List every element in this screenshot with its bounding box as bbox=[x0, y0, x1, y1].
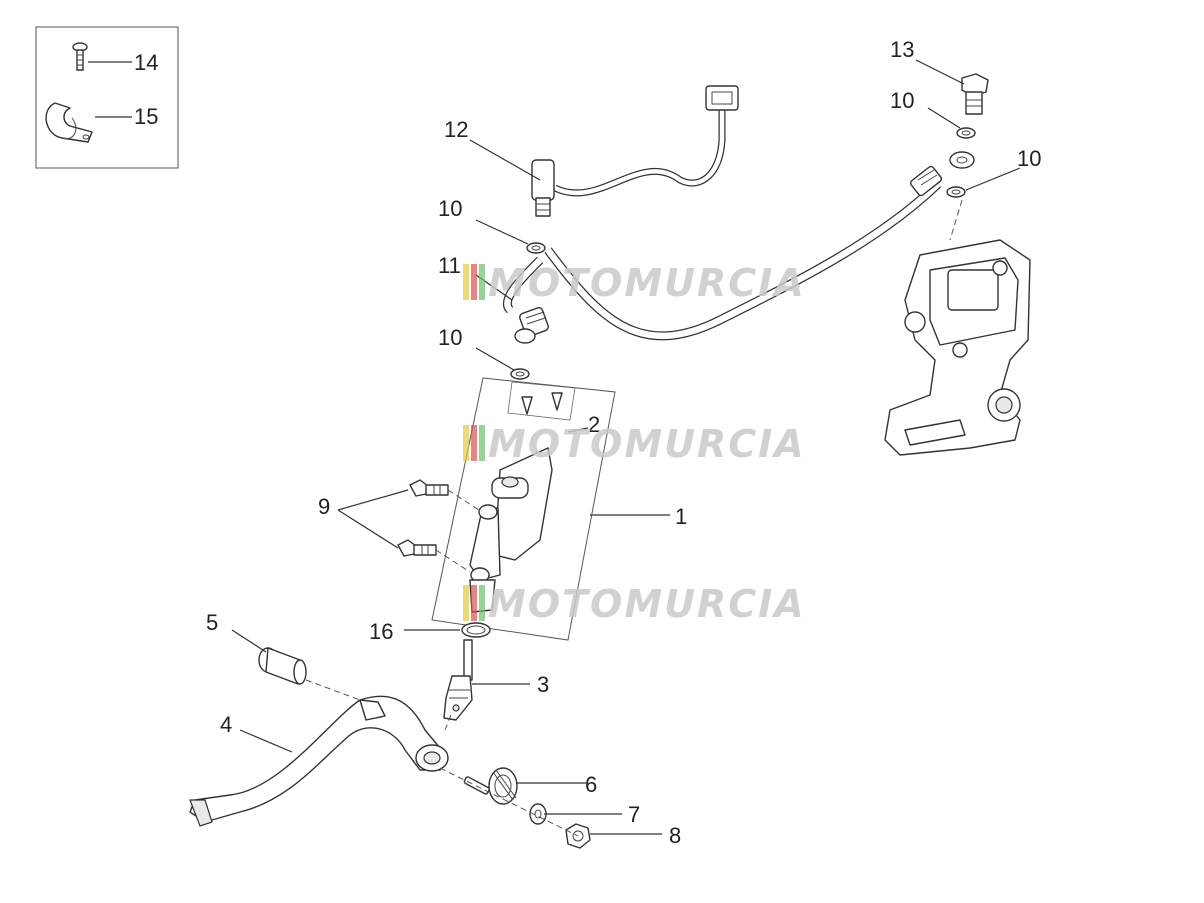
watermark-text-3: MOTOMURCIA bbox=[488, 582, 806, 626]
washer-10-top bbox=[526, 242, 546, 254]
screw-14-icon bbox=[72, 42, 88, 71]
callout-13: 13 bbox=[890, 37, 914, 62]
watermark-text-2: MOTOMURCIA bbox=[488, 422, 806, 466]
callout-3: 3 bbox=[537, 672, 549, 697]
leader-lines bbox=[231, 59, 1021, 835]
callout-labels: 1 2 3 4 5 6 7 8 9 10 10 10 10 11 12 13 1… bbox=[206, 37, 1041, 848]
bolt-9-upper bbox=[409, 479, 449, 497]
screws-2 bbox=[507, 381, 576, 421]
callout-14: 14 bbox=[134, 50, 158, 75]
callout-10-banjo-top: 10 bbox=[890, 88, 914, 113]
brake-hose bbox=[502, 151, 975, 341]
callout-11: 11 bbox=[438, 253, 461, 278]
callout-10-banjo-bottom: 10 bbox=[1017, 146, 1041, 171]
washer-10-mid bbox=[510, 368, 530, 380]
callout-7: 7 bbox=[628, 802, 640, 827]
push-rod-3 bbox=[443, 639, 473, 721]
washer-10-banjo-bottom bbox=[946, 186, 966, 198]
o-ring-16 bbox=[461, 622, 491, 638]
pivot-pin-5 bbox=[258, 647, 361, 701]
washer-10-banjo-top bbox=[956, 127, 976, 139]
callout-15: 15 bbox=[134, 104, 158, 129]
brake-switch-12 bbox=[531, 85, 739, 217]
banjo-fitting-11 bbox=[514, 307, 549, 344]
watermark-1: MOTOMURCIA bbox=[463, 261, 806, 305]
watermark-text-1: MOTOMURCIA bbox=[488, 261, 806, 305]
callout-1: 1 bbox=[675, 504, 687, 529]
callout-4: 4 bbox=[220, 712, 232, 737]
callout-6: 6 bbox=[585, 772, 597, 797]
callout-5: 5 bbox=[206, 610, 218, 635]
brake-caliper bbox=[884, 239, 1031, 456]
banjo-bolt-13 bbox=[961, 73, 989, 115]
clamp-15-icon bbox=[45, 102, 93, 143]
callout-10-mid: 10 bbox=[438, 325, 462, 350]
watermark-2: MOTOMURCIA bbox=[463, 422, 806, 466]
brake-pedal-4 bbox=[189, 695, 453, 827]
spring-6 bbox=[463, 767, 518, 805]
bolt-9-lower bbox=[397, 539, 437, 557]
callout-8: 8 bbox=[669, 823, 681, 848]
callout-2: 2 bbox=[588, 412, 600, 437]
callout-9: 9 bbox=[318, 494, 330, 519]
watermark-3: MOTOMURCIA bbox=[463, 582, 806, 626]
callout-12: 12 bbox=[444, 117, 468, 142]
callout-10-top: 10 bbox=[438, 196, 462, 221]
legend-box: 14 15 bbox=[35, 26, 179, 169]
callout-16: 16 bbox=[369, 619, 393, 644]
